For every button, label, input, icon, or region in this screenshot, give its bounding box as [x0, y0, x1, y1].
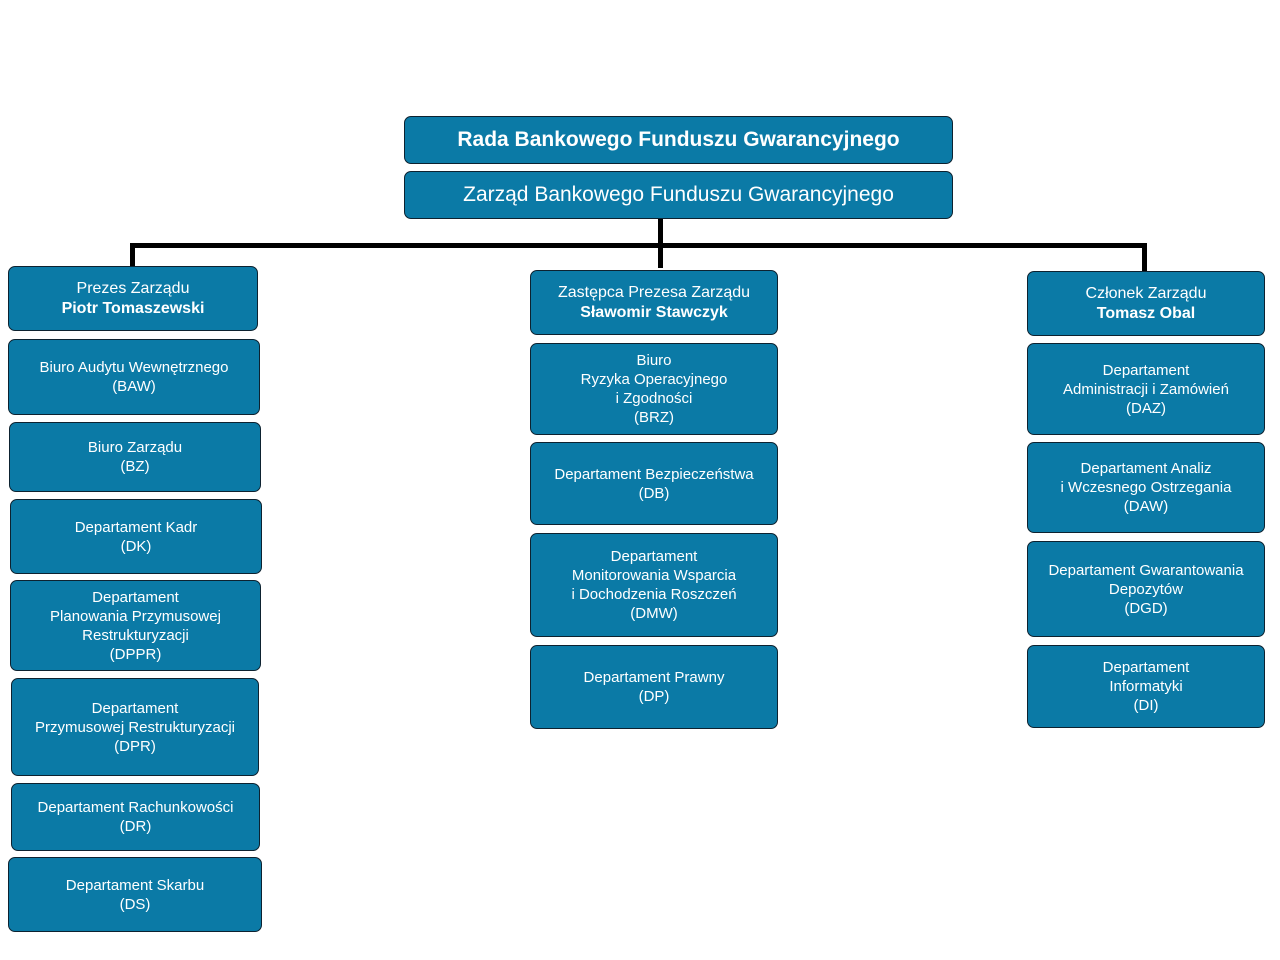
president-role: Prezes Zarządu — [76, 279, 190, 297]
unit-line: Informatyki — [1109, 678, 1183, 695]
unit-daz[interactable]: Departament Administracji i Zamówień (DA… — [1027, 343, 1265, 435]
unit-line: Ryzyka Operacyjnego — [580, 371, 728, 388]
management-title: Zarząd Bankowego Funduszu Gwarancyjnego — [463, 183, 894, 206]
unit-di[interactable]: Departament Informatyki (DI) — [1027, 645, 1265, 728]
unit-brz[interactable]: Biuro Ryzyka Operacyjnego i Zgodności (B… — [530, 343, 778, 435]
unit-line: Departament Skarbu — [65, 876, 205, 894]
unit-line: (DK) — [120, 537, 152, 555]
unit-line: i Zgodności — [615, 390, 693, 407]
unit-dr[interactable]: Departament Rachunkowości (DR) — [11, 783, 260, 851]
unit-bz[interactable]: Biuro Zarządu (BZ) — [9, 422, 261, 492]
unit-line: (DI) — [1133, 697, 1159, 714]
unit-line: (DS) — [119, 895, 151, 913]
deputy-role: Zastępca Prezesa Zarządu — [557, 283, 751, 301]
unit-line: Biuro Zarządu — [87, 439, 183, 456]
connector-drop-right — [1142, 243, 1147, 271]
board-box[interactable]: Rada Bankowego Funduszu Gwarancyjnego — [404, 116, 953, 164]
unit-line: Departament Kadr — [74, 518, 198, 536]
unit-line: (BRZ) — [634, 409, 674, 426]
unit-line: Monitorowania Wsparcia — [571, 567, 737, 584]
president-name: Piotr Tomaszewski — [61, 299, 205, 317]
unit-line: Departament — [91, 699, 179, 717]
unit-line: (DPR) — [114, 737, 156, 755]
unit-line: Biuro Audytu Wewnętrznego — [39, 359, 229, 376]
unit-line: i Wczesnego Ostrzegania — [1060, 479, 1232, 496]
unit-dk[interactable]: Departament Kadr (DK) — [10, 499, 262, 574]
unit-line: Depozytów — [1108, 580, 1184, 598]
unit-line: (DMW) — [630, 605, 678, 622]
unit-line: Departament Gwarantowania — [1048, 561, 1244, 579]
unit-line: Przymusowej Restrukturyzacji — [34, 718, 236, 736]
president-box[interactable]: Prezes Zarządu Piotr Tomaszewski — [8, 266, 258, 331]
deputy-box[interactable]: Zastępca Prezesa Zarządu Sławomir Stawcz… — [530, 270, 778, 335]
unit-line: Restrukturyzacji — [82, 626, 189, 644]
unit-dppr[interactable]: Departament Planowania Przymusowej Restr… — [10, 580, 261, 671]
member-name: Tomasz Obal — [1096, 304, 1196, 322]
member-role: Członek Zarządu — [1085, 284, 1207, 302]
unit-line: Administracji i Zamówień — [1063, 380, 1229, 398]
unit-db[interactable]: Departament Bezpieczeństwa (DB) — [530, 442, 778, 525]
unit-line: Departament Prawny — [583, 669, 725, 686]
unit-line: (BAW) — [112, 378, 156, 395]
unit-line: (DB) — [638, 484, 670, 502]
unit-line: Departament Bezpieczeństwa — [554, 465, 754, 483]
unit-line: Departament Analiz — [1080, 460, 1212, 477]
member-box[interactable]: Członek Zarządu Tomasz Obal — [1027, 271, 1265, 336]
connector-drop-left — [130, 243, 135, 268]
unit-line: Biuro — [636, 352, 672, 369]
unit-line: Departament Rachunkowości — [37, 799, 234, 816]
unit-baw[interactable]: Biuro Audytu Wewnętrznego (BAW) — [8, 339, 260, 415]
unit-ds[interactable]: Departament Skarbu (DS) — [8, 857, 262, 932]
deputy-name: Sławomir Stawczyk — [580, 303, 728, 321]
unit-line: (DGD) — [1124, 599, 1168, 617]
unit-line: (BZ) — [120, 458, 150, 475]
unit-line: Departament — [92, 588, 179, 606]
unit-line: (DP) — [638, 688, 670, 705]
board-title: Rada Bankowego Funduszu Gwarancyjnego — [457, 128, 900, 151]
connector-horizontal — [130, 243, 1147, 248]
unit-line: Planowania Przymusowej — [50, 607, 221, 625]
unit-dp[interactable]: Departament Prawny (DP) — [530, 645, 778, 729]
unit-daw[interactable]: Departament Analiz i Wczesnego Ostrzegan… — [1027, 442, 1265, 533]
unit-line: Departament — [610, 548, 698, 565]
unit-line: (DPPR) — [109, 645, 162, 663]
unit-dmw[interactable]: Departament Monitorowania Wsparcia i Doc… — [530, 533, 778, 637]
unit-dgd[interactable]: Departament Gwarantowania Depozytów (DGD… — [1027, 541, 1265, 637]
unit-line: (DAW) — [1123, 498, 1169, 515]
unit-line: (DAZ) — [1126, 399, 1166, 417]
management-box[interactable]: Zarząd Bankowego Funduszu Gwarancyjnego — [404, 171, 953, 219]
unit-line: (DR) — [119, 818, 152, 835]
unit-line: i Dochodzenia Roszczeń — [571, 586, 737, 603]
unit-dpr[interactable]: Departament Przymusowej Restrukturyzacji… — [11, 678, 259, 776]
unit-line: Departament — [1102, 659, 1190, 676]
unit-line: Departament — [1102, 361, 1190, 379]
